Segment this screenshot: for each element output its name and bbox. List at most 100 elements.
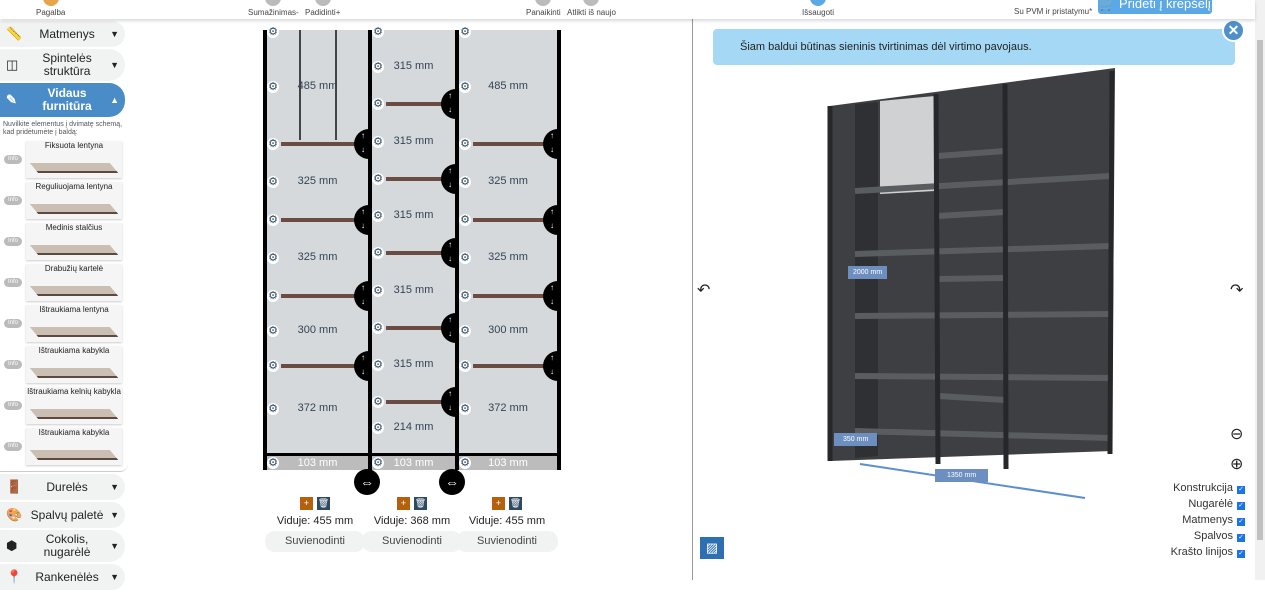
furniture-card[interactable]: Reguliuojama lentyna <box>26 182 122 219</box>
zoom-out-icon[interactable]: ⊖ <box>1230 426 1244 443</box>
scrollbar-thumb[interactable] <box>1257 40 1263 540</box>
shelf[interactable] <box>281 363 368 368</box>
gear-icon[interactable]: ⚙ <box>459 457 471 469</box>
checkbox[interactable]: ✓ <box>1237 550 1245 558</box>
toggle-4[interactable]: Krašto linijos✓ <box>1171 546 1245 558</box>
gear-icon[interactable]: ⚙ <box>372 421 384 434</box>
add-icon[interactable]: + <box>397 497 410 510</box>
info-button[interactable]: Info <box>4 319 22 328</box>
toggle-0[interactable]: Konstrukcija✓ <box>1173 482 1245 494</box>
gear-icon[interactable]: ⚙ <box>459 213 471 226</box>
move-shelf-handle[interactable]: ↑↓ <box>354 204 372 235</box>
checkbox[interactable]: ✓ <box>1237 518 1245 526</box>
move-shelf-handle[interactable]: ↑↓ <box>441 238 459 269</box>
gear-icon[interactable]: ⚙ <box>267 251 279 264</box>
info-button[interactable]: Info <box>4 237 22 246</box>
move-shelf-handle[interactable]: ↑↓ <box>543 128 561 159</box>
zoom-in-button[interactable]: Padidinti+ <box>305 0 340 17</box>
section-structure[interactable]: ◫Spintelės struktūra▼ <box>0 49 125 81</box>
gear-icon[interactable]: ⚙ <box>267 26 279 38</box>
resize-handle[interactable]: ⇔ <box>354 469 380 495</box>
furniture-item[interactable]: Info Ištraukiama lentyna <box>0 303 128 344</box>
section-door[interactable]: 🚪Durelės▼ <box>0 474 125 500</box>
furniture-card[interactable]: Fiksuota lentyna <box>26 141 122 178</box>
furniture-card[interactable]: Ištraukiama kelnių kabykla <box>26 387 122 424</box>
furniture-item[interactable]: Info Ištraukiama kabykla <box>0 344 128 385</box>
toggle-1[interactable]: Nugarėlė✓ <box>1188 498 1245 510</box>
gear-icon[interactable]: ⚙ <box>459 26 471 38</box>
gear-icon[interactable]: ⚙ <box>267 457 279 469</box>
shelf[interactable] <box>281 217 368 222</box>
furniture-card[interactable]: Ištraukiama lentyna <box>26 305 122 342</box>
furniture-item[interactable]: Info Fiksuota lentyna <box>0 139 128 180</box>
gear-icon[interactable]: ⚙ <box>459 403 471 416</box>
furniture-card[interactable]: Drabužių kartelė <box>26 264 122 301</box>
checkbox[interactable]: ✓ <box>1237 486 1245 494</box>
gear-icon[interactable]: ⚙ <box>372 247 384 260</box>
gear-icon[interactable]: ⚙ <box>372 284 384 297</box>
gear-icon[interactable]: ⚙ <box>372 172 384 185</box>
info-button[interactable]: Info <box>4 442 22 451</box>
gear-icon[interactable]: ⚙ <box>267 403 279 416</box>
gear-icon[interactable]: ⚙ <box>459 324 471 337</box>
shelf[interactable] <box>473 141 557 146</box>
trash-icon[interactable]: 🗑 <box>317 497 330 510</box>
gear-icon[interactable]: ⚙ <box>267 289 279 302</box>
gear-icon[interactable]: ⚙ <box>267 324 279 337</box>
section-dimensions[interactable]: 📏Matmenys▼ <box>0 21 125 47</box>
shelf[interactable] <box>473 293 557 298</box>
rotate-right-icon[interactable]: ↷ <box>1230 282 1244 299</box>
info-button[interactable]: Info <box>4 155 22 164</box>
add-icon[interactable]: + <box>300 497 313 510</box>
shelf[interactable] <box>473 217 557 222</box>
close-alert-button[interactable]: ✕ <box>1222 19 1245 42</box>
info-button[interactable]: Info <box>4 196 22 205</box>
shelf[interactable] <box>386 176 455 181</box>
gear-icon[interactable]: ⚙ <box>459 289 471 302</box>
rotate-left-icon[interactable]: ↶ <box>697 282 711 299</box>
gear-icon[interactable]: ⚙ <box>372 210 384 223</box>
gear-icon[interactable]: ⚙ <box>459 80 471 93</box>
gear-icon[interactable]: ⚙ <box>459 175 471 188</box>
gear-icon[interactable]: ⚙ <box>267 80 279 93</box>
move-shelf-handle[interactable]: ↑↓ <box>354 280 372 311</box>
image-icon[interactable]: ▨ <box>700 537 724 559</box>
gear-icon[interactable]: ⚙ <box>459 359 471 372</box>
checkbox[interactable]: ✓ <box>1237 534 1245 542</box>
move-shelf-handle[interactable]: ↑↓ <box>441 312 459 343</box>
gear-icon[interactable]: ⚙ <box>459 137 471 150</box>
toggle-2[interactable]: Matmenys✓ <box>1182 514 1245 526</box>
gear-icon[interactable]: ⚙ <box>372 359 384 372</box>
delete-button[interactable]: Panaikinti <box>526 0 561 17</box>
gear-icon[interactable]: ⚙ <box>372 135 384 148</box>
furniture-item[interactable]: Info Drabužių kartelė <box>0 262 128 303</box>
shelf[interactable] <box>386 400 455 405</box>
unify-button[interactable]: Suvienodinti <box>265 531 365 552</box>
move-shelf-handle[interactable]: ↑↓ <box>543 280 561 311</box>
section-palette[interactable]: 🎨Spalvų paletė▼ <box>0 502 125 528</box>
checkbox[interactable]: ✓ <box>1237 502 1245 510</box>
furniture-card[interactable]: Ištraukiama kabykla <box>26 428 122 465</box>
furniture-item[interactable]: Info Ištraukiama kabykla <box>0 426 128 467</box>
furniture-item[interactable]: Info Reguliuojama lentyna <box>0 180 128 221</box>
info-button[interactable]: Info <box>4 278 22 287</box>
resize-handle[interactable]: ⇔ <box>439 469 465 495</box>
shelf[interactable] <box>281 141 368 146</box>
zoom-out-button[interactable]: Sumažinimas- <box>248 0 299 17</box>
move-shelf-handle[interactable]: ↑↓ <box>354 128 372 159</box>
furniture-card[interactable]: Ištraukiama kabykla <box>26 346 122 383</box>
unify-button[interactable]: Suvienodinti <box>456 531 558 552</box>
gear-icon[interactable]: ⚙ <box>267 175 279 188</box>
gear-icon[interactable]: ⚙ <box>372 98 384 111</box>
info-button[interactable]: Info <box>4 360 22 369</box>
help-button[interactable]: Pagalba <box>36 0 65 17</box>
gear-icon[interactable]: ⚙ <box>459 251 471 264</box>
zoom-in-icon[interactable]: ⊕ <box>1230 456 1244 473</box>
furniture-card[interactable]: Medinis stalčius <box>26 223 122 260</box>
redo-button[interactable]: Atlikti iš naujo <box>567 0 616 17</box>
shelf[interactable] <box>281 293 368 298</box>
shelf[interactable] <box>386 325 455 330</box>
gear-icon[interactable]: ⚙ <box>372 321 384 334</box>
add-icon[interactable]: + <box>492 497 505 510</box>
